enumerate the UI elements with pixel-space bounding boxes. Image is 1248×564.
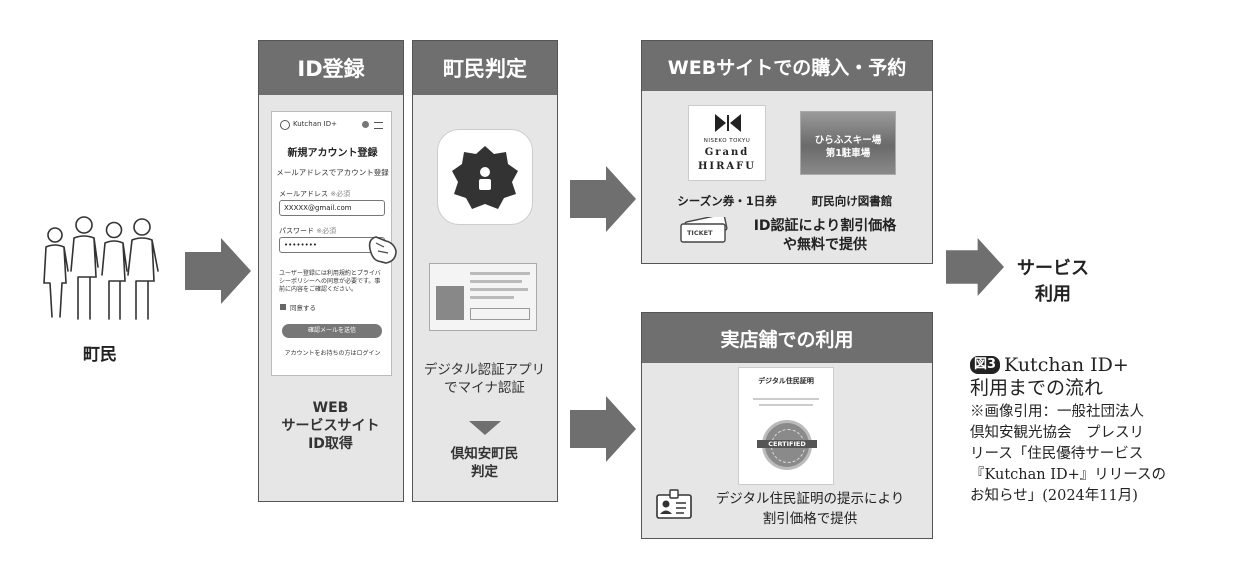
id-registration-panel: ID登録 Kutchan ID+ 新規アカウント登録 メールアドレスでアカウント… bbox=[258, 40, 404, 502]
judge-result: 倶知安町民 判定 bbox=[450, 446, 519, 480]
store-note: デジタル住民証明の提示により 割引価格で提供 bbox=[715, 491, 905, 527]
submit-button[interactable]: 確認メールを送信 bbox=[282, 324, 382, 338]
web-purchase-panel: WEBサイトでの購入・予約 NISEKO TOKYU Grand HIRAFU … bbox=[641, 40, 933, 264]
figure-source: ※画像引用：一般社団法人 倶知安観光協会 プレスリ リース「住民優待サービス 『… bbox=[970, 404, 1167, 504]
mynumber-card bbox=[429, 263, 537, 331]
tap-hand-icon bbox=[368, 236, 397, 264]
resident-judgement-panel: 町民判定 デジタル認証アプリ でマイナ認証 倶知安町民 判定 bbox=[412, 40, 558, 502]
residents-illustration bbox=[38, 205, 163, 325]
signup-subheading: メールアドレスでアカウント登録 bbox=[276, 168, 389, 177]
login-link[interactable]: アカウントをお持ちの方はログイン bbox=[284, 350, 381, 357]
signup-heading: 新規アカウント登録 bbox=[287, 148, 378, 159]
cert-badge: CERTIFIED bbox=[757, 440, 817, 448]
arrow-right-icon bbox=[570, 166, 636, 232]
panel-title: WEBサイトでの購入・予約 bbox=[642, 41, 932, 91]
agree-checkbox[interactable] bbox=[280, 304, 286, 310]
figure-tag: 図3 bbox=[970, 356, 1001, 374]
figure-subtitle: 利用までの流れ bbox=[970, 377, 1104, 399]
password-label: パスワード ※必須 bbox=[279, 227, 337, 235]
service-label: サービス 利用 bbox=[1017, 258, 1089, 305]
figure-caption: 図3 Kutchan ID+ 利用までの流れ ※画像引用：一般社団法人 倶知安観… bbox=[970, 354, 1240, 507]
figure-title: Kutchan ID+ bbox=[1004, 354, 1129, 376]
arrow-right-icon bbox=[946, 238, 1004, 296]
menu-icon[interactable] bbox=[374, 122, 383, 129]
butterfly-logo-icon bbox=[715, 114, 741, 132]
item-season-pass: シーズン券・1日券 bbox=[677, 194, 777, 208]
panel-title: 町民判定 bbox=[413, 41, 557, 95]
brand-name: Kutchan ID+ bbox=[293, 120, 337, 128]
id-card-icon bbox=[656, 489, 692, 519]
photo-text-1: ひらふスキー場 bbox=[814, 135, 882, 146]
down-arrow-icon bbox=[469, 421, 501, 435]
parking-photo: ひらふスキー場 第1駐車場 bbox=[800, 111, 896, 175]
panel-title: 実店舗での利用 bbox=[642, 313, 932, 363]
web-note: ID認証により割引価格 や無料で提供 bbox=[753, 218, 897, 253]
logo-line-2: Grand bbox=[704, 147, 750, 158]
resident-label: 町民 bbox=[83, 345, 117, 365]
id-caption: WEB サービスサイト ID取得 bbox=[281, 400, 380, 452]
arrow-right-icon bbox=[570, 396, 636, 462]
ticket-label: TICKET bbox=[687, 229, 713, 237]
email-field[interactable]: XXXXX@gmail.com bbox=[279, 200, 385, 216]
cert-title: デジタル住民証明 bbox=[758, 377, 814, 385]
agree-label: 同意する bbox=[290, 304, 316, 312]
photo-text-2: 第1駐車場 bbox=[825, 148, 871, 159]
settings-icon[interactable] bbox=[362, 121, 369, 128]
judge-caption: デジタル認証アプリ でマイナ認証 bbox=[423, 362, 546, 396]
item-library: 町民向け図書館 bbox=[811, 194, 893, 208]
grand-hirafu-logo: NISEKO TOKYU Grand HIRAFU bbox=[688, 105, 766, 181]
logo-line-3: HIRAFU bbox=[697, 161, 756, 172]
auth-app-icon bbox=[437, 129, 533, 225]
email-label: メールアドレス ※必須 bbox=[279, 190, 351, 198]
store-use-panel: 実店舗での利用 デジタル住民証明 CERTIFIED デジタル住民証明の提示によ… bbox=[641, 312, 933, 539]
logo-line-1: NISEKO TOKYU bbox=[703, 138, 751, 144]
panel-title: ID登録 bbox=[259, 41, 403, 95]
digital-resident-cert: デジタル住民証明 CERTIFIED bbox=[738, 367, 834, 485]
arrow-right-icon bbox=[185, 238, 251, 304]
kutchan-logo-icon bbox=[280, 120, 290, 130]
terms-text: ユーザー登録には利用規約とプライバシーポリシーへの同意が必要です。事前に内容をご… bbox=[279, 270, 381, 293]
ticket-icon: TICKET bbox=[680, 213, 730, 243]
